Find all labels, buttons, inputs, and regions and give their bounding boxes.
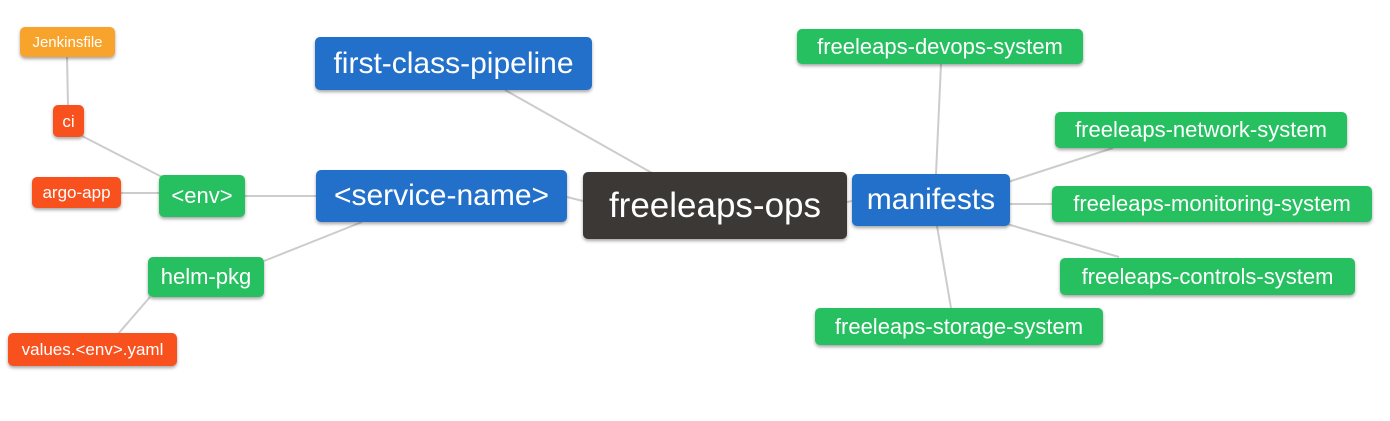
node-jenkinsfile[interactable]: Jenkinsfile [20, 27, 115, 57]
node-freeleaps-network-system[interactable]: freeleaps-network-system [1055, 112, 1347, 148]
node-env[interactable]: <env> [159, 175, 245, 217]
edge-ci-env [81, 135, 163, 178]
edge-service-name-helm-pkg [263, 221, 363, 262]
edge-manifests-freeleaps-devops-system [935, 63, 942, 175]
edge-first-class-pipeline-freeleaps-ops [504, 89, 653, 174]
node-manifests[interactable]: manifests [852, 174, 1010, 226]
edge-service-name-freeleaps-ops [566, 196, 584, 202]
node-freeleaps-ops[interactable]: freeleaps-ops [583, 172, 847, 239]
node-freeleaps-controls-system[interactable]: freeleaps-controls-system [1060, 258, 1355, 295]
node-helm-pkg[interactable]: helm-pkg [148, 257, 264, 297]
node-freeleaps-monitoring-system[interactable]: freeleaps-monitoring-system [1052, 186, 1372, 222]
node-freeleaps-devops-system[interactable]: freeleaps-devops-system [797, 29, 1083, 64]
edge-jenkinsfile-ci [66, 56, 69, 106]
node-ci[interactable]: ci [53, 105, 84, 137]
edge-helm-pkg-values-env-yaml [117, 296, 151, 335]
edge-manifests-freeleaps-storage-system [936, 225, 952, 309]
edge-manifests-freeleaps-network-system [1007, 147, 1114, 183]
node-service-name[interactable]: <service-name> [316, 170, 567, 222]
node-first-class-pipeline[interactable]: first-class-pipeline [315, 37, 592, 90]
node-values-env-yaml[interactable]: values.<env>.yaml [8, 333, 177, 366]
node-argo-app[interactable]: argo-app [32, 177, 121, 208]
edge-manifests-freeleaps-controls-system [1006, 223, 1120, 258]
edge-freeleaps-ops-manifests [846, 200, 853, 203]
node-freeleaps-storage-system[interactable]: freeleaps-storage-system [815, 308, 1103, 345]
